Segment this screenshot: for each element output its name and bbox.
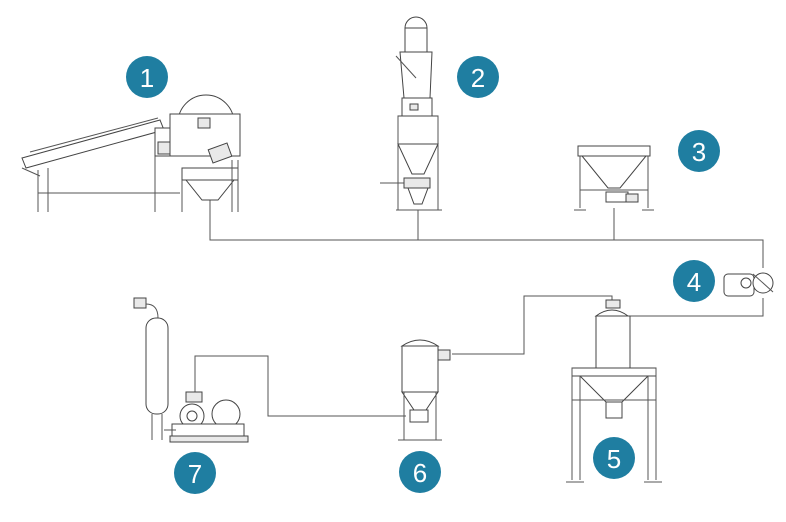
step-number-7: 7	[188, 459, 202, 489]
step-badge-6: 6	[399, 451, 441, 493]
step-badge-3: 3	[678, 130, 720, 172]
equipment-7-roots-blower	[133, 297, 249, 443]
step-badge-2: 2	[457, 56, 499, 98]
step-number-5: 5	[607, 444, 621, 474]
equipment-2-cyclone	[380, 16, 442, 211]
step-number-4: 4	[687, 267, 701, 297]
step-number-2: 2	[471, 63, 485, 93]
step-badge-5: 5	[593, 437, 635, 479]
step-badge-4: 4	[673, 260, 715, 302]
equipment-1-conveyor-drum	[21, 94, 241, 212]
equipment-4-blower	[723, 272, 774, 297]
step-badge-7: 7	[174, 452, 216, 494]
step-badge-1: 1	[126, 56, 168, 98]
step-number-3: 3	[692, 137, 706, 167]
pipeline-connections	[194, 200, 764, 417]
equipment-5-silo	[566, 299, 662, 483]
equipment-6-filter	[398, 339, 451, 441]
step-number-1: 1	[140, 63, 154, 93]
step-number-6: 6	[413, 458, 427, 488]
equipment-3-hopper	[574, 145, 654, 211]
